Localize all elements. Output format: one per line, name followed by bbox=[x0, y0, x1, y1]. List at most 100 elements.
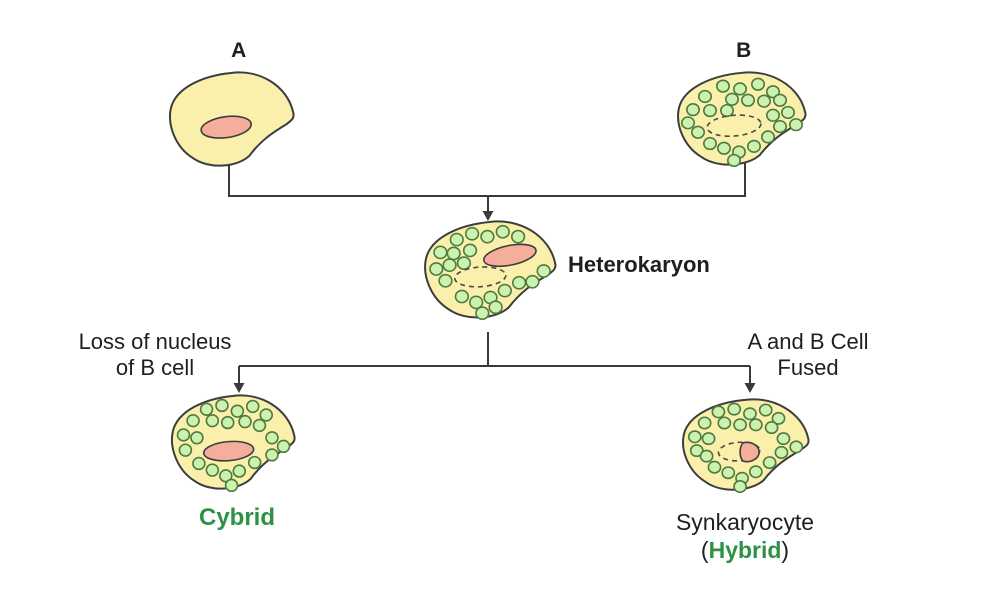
granule bbox=[692, 126, 704, 138]
granule bbox=[239, 416, 251, 428]
granule bbox=[266, 432, 278, 444]
granule bbox=[498, 285, 511, 297]
synkaryocyte-dashed-nucleus bbox=[718, 441, 761, 462]
granule bbox=[447, 247, 460, 259]
granule bbox=[513, 277, 526, 289]
granule bbox=[774, 94, 786, 106]
granule bbox=[734, 83, 746, 95]
granule bbox=[766, 422, 778, 433]
cell-b-label: B bbox=[736, 39, 752, 62]
cell-b-illustration bbox=[676, 72, 808, 168]
granule bbox=[728, 155, 740, 167]
granule bbox=[206, 464, 218, 476]
granule bbox=[456, 290, 469, 302]
granule bbox=[278, 440, 290, 452]
cybrid-granules bbox=[178, 400, 290, 492]
granule bbox=[434, 246, 447, 258]
granule bbox=[466, 228, 479, 240]
heterokaryon-dashed-nucleus bbox=[454, 265, 506, 288]
right-branch-caption-line2: Fused bbox=[777, 355, 839, 380]
granule bbox=[201, 403, 213, 415]
top-fork-connector bbox=[228, 163, 746, 197]
granule bbox=[734, 481, 746, 492]
granule bbox=[777, 433, 789, 444]
granule bbox=[443, 259, 456, 271]
cybrid-nucleus bbox=[203, 439, 255, 462]
granule bbox=[718, 417, 730, 428]
heterokaryon-granules bbox=[430, 226, 550, 320]
granule bbox=[216, 400, 228, 412]
granule bbox=[708, 461, 720, 472]
granule bbox=[537, 265, 550, 277]
granule bbox=[450, 234, 463, 246]
granule bbox=[722, 467, 734, 478]
left-branch-caption: Loss of nucleus of B cell bbox=[33, 329, 277, 381]
granule bbox=[774, 121, 786, 133]
granule bbox=[231, 405, 243, 417]
cybrid-illustration bbox=[170, 395, 297, 492]
granule bbox=[526, 276, 539, 288]
bottom-fork-connector bbox=[238, 332, 751, 384]
granule bbox=[458, 257, 471, 269]
granule bbox=[222, 417, 234, 429]
granule bbox=[220, 470, 232, 482]
granule bbox=[721, 105, 733, 117]
granule bbox=[699, 417, 711, 428]
granule bbox=[233, 465, 245, 477]
cybrid-label: Cybrid bbox=[198, 504, 275, 531]
granule bbox=[191, 432, 203, 444]
heterokaryon-illustration bbox=[423, 221, 558, 321]
granule bbox=[178, 429, 190, 441]
granule bbox=[481, 231, 494, 243]
granule bbox=[476, 307, 489, 319]
granule bbox=[718, 142, 730, 154]
heterokaryon-a-nucleus bbox=[482, 240, 538, 270]
paren-close: ) bbox=[781, 537, 790, 563]
left-branch-caption-line2: of B cell bbox=[115, 355, 195, 380]
synkaryocyte-illustration bbox=[681, 399, 811, 493]
synkaryocyte-arrowhead-icon bbox=[744, 383, 756, 393]
synkaryocyte-granules bbox=[689, 403, 803, 492]
granule bbox=[752, 78, 764, 90]
granule bbox=[266, 449, 278, 461]
granule bbox=[790, 119, 802, 131]
granule bbox=[430, 263, 443, 275]
left-branch-caption-line1: Loss of nucleus bbox=[78, 329, 232, 354]
granule bbox=[712, 406, 724, 417]
granule bbox=[464, 244, 477, 256]
granule bbox=[767, 86, 779, 98]
granule bbox=[744, 408, 756, 419]
granule bbox=[187, 415, 199, 427]
granule bbox=[689, 431, 701, 442]
granule bbox=[179, 444, 191, 456]
granule bbox=[699, 91, 711, 103]
granule bbox=[748, 141, 760, 153]
cell-a-label: A bbox=[231, 39, 247, 62]
synkaryocyte-label: Synkaryocyte bbox=[675, 509, 815, 535]
cell-b-dashed-nucleus bbox=[706, 113, 762, 138]
granule bbox=[206, 415, 218, 427]
synkaryocyte-label-block: Synkaryocyte (Hybrid) bbox=[625, 508, 865, 564]
synkaryocyte-sublabel: (Hybrid) bbox=[625, 536, 865, 564]
granule bbox=[750, 466, 762, 477]
granule bbox=[772, 413, 784, 424]
right-branch-caption-line1: A and B Cell bbox=[747, 329, 869, 354]
granule bbox=[439, 275, 452, 287]
granule bbox=[726, 93, 738, 105]
granule bbox=[775, 447, 787, 458]
granule bbox=[782, 107, 794, 119]
granule bbox=[260, 409, 272, 421]
cybrid-arrowhead-icon bbox=[233, 383, 245, 393]
granule bbox=[496, 226, 509, 238]
granule bbox=[247, 401, 259, 413]
granule bbox=[742, 94, 754, 106]
granule bbox=[704, 105, 716, 117]
granule bbox=[489, 301, 502, 313]
cell-a-nucleus bbox=[200, 113, 253, 141]
granule bbox=[512, 231, 525, 243]
hybrid-label: Hybrid bbox=[708, 537, 782, 563]
granule bbox=[226, 479, 238, 491]
synkaryocyte-fused-nucleus bbox=[740, 442, 759, 461]
